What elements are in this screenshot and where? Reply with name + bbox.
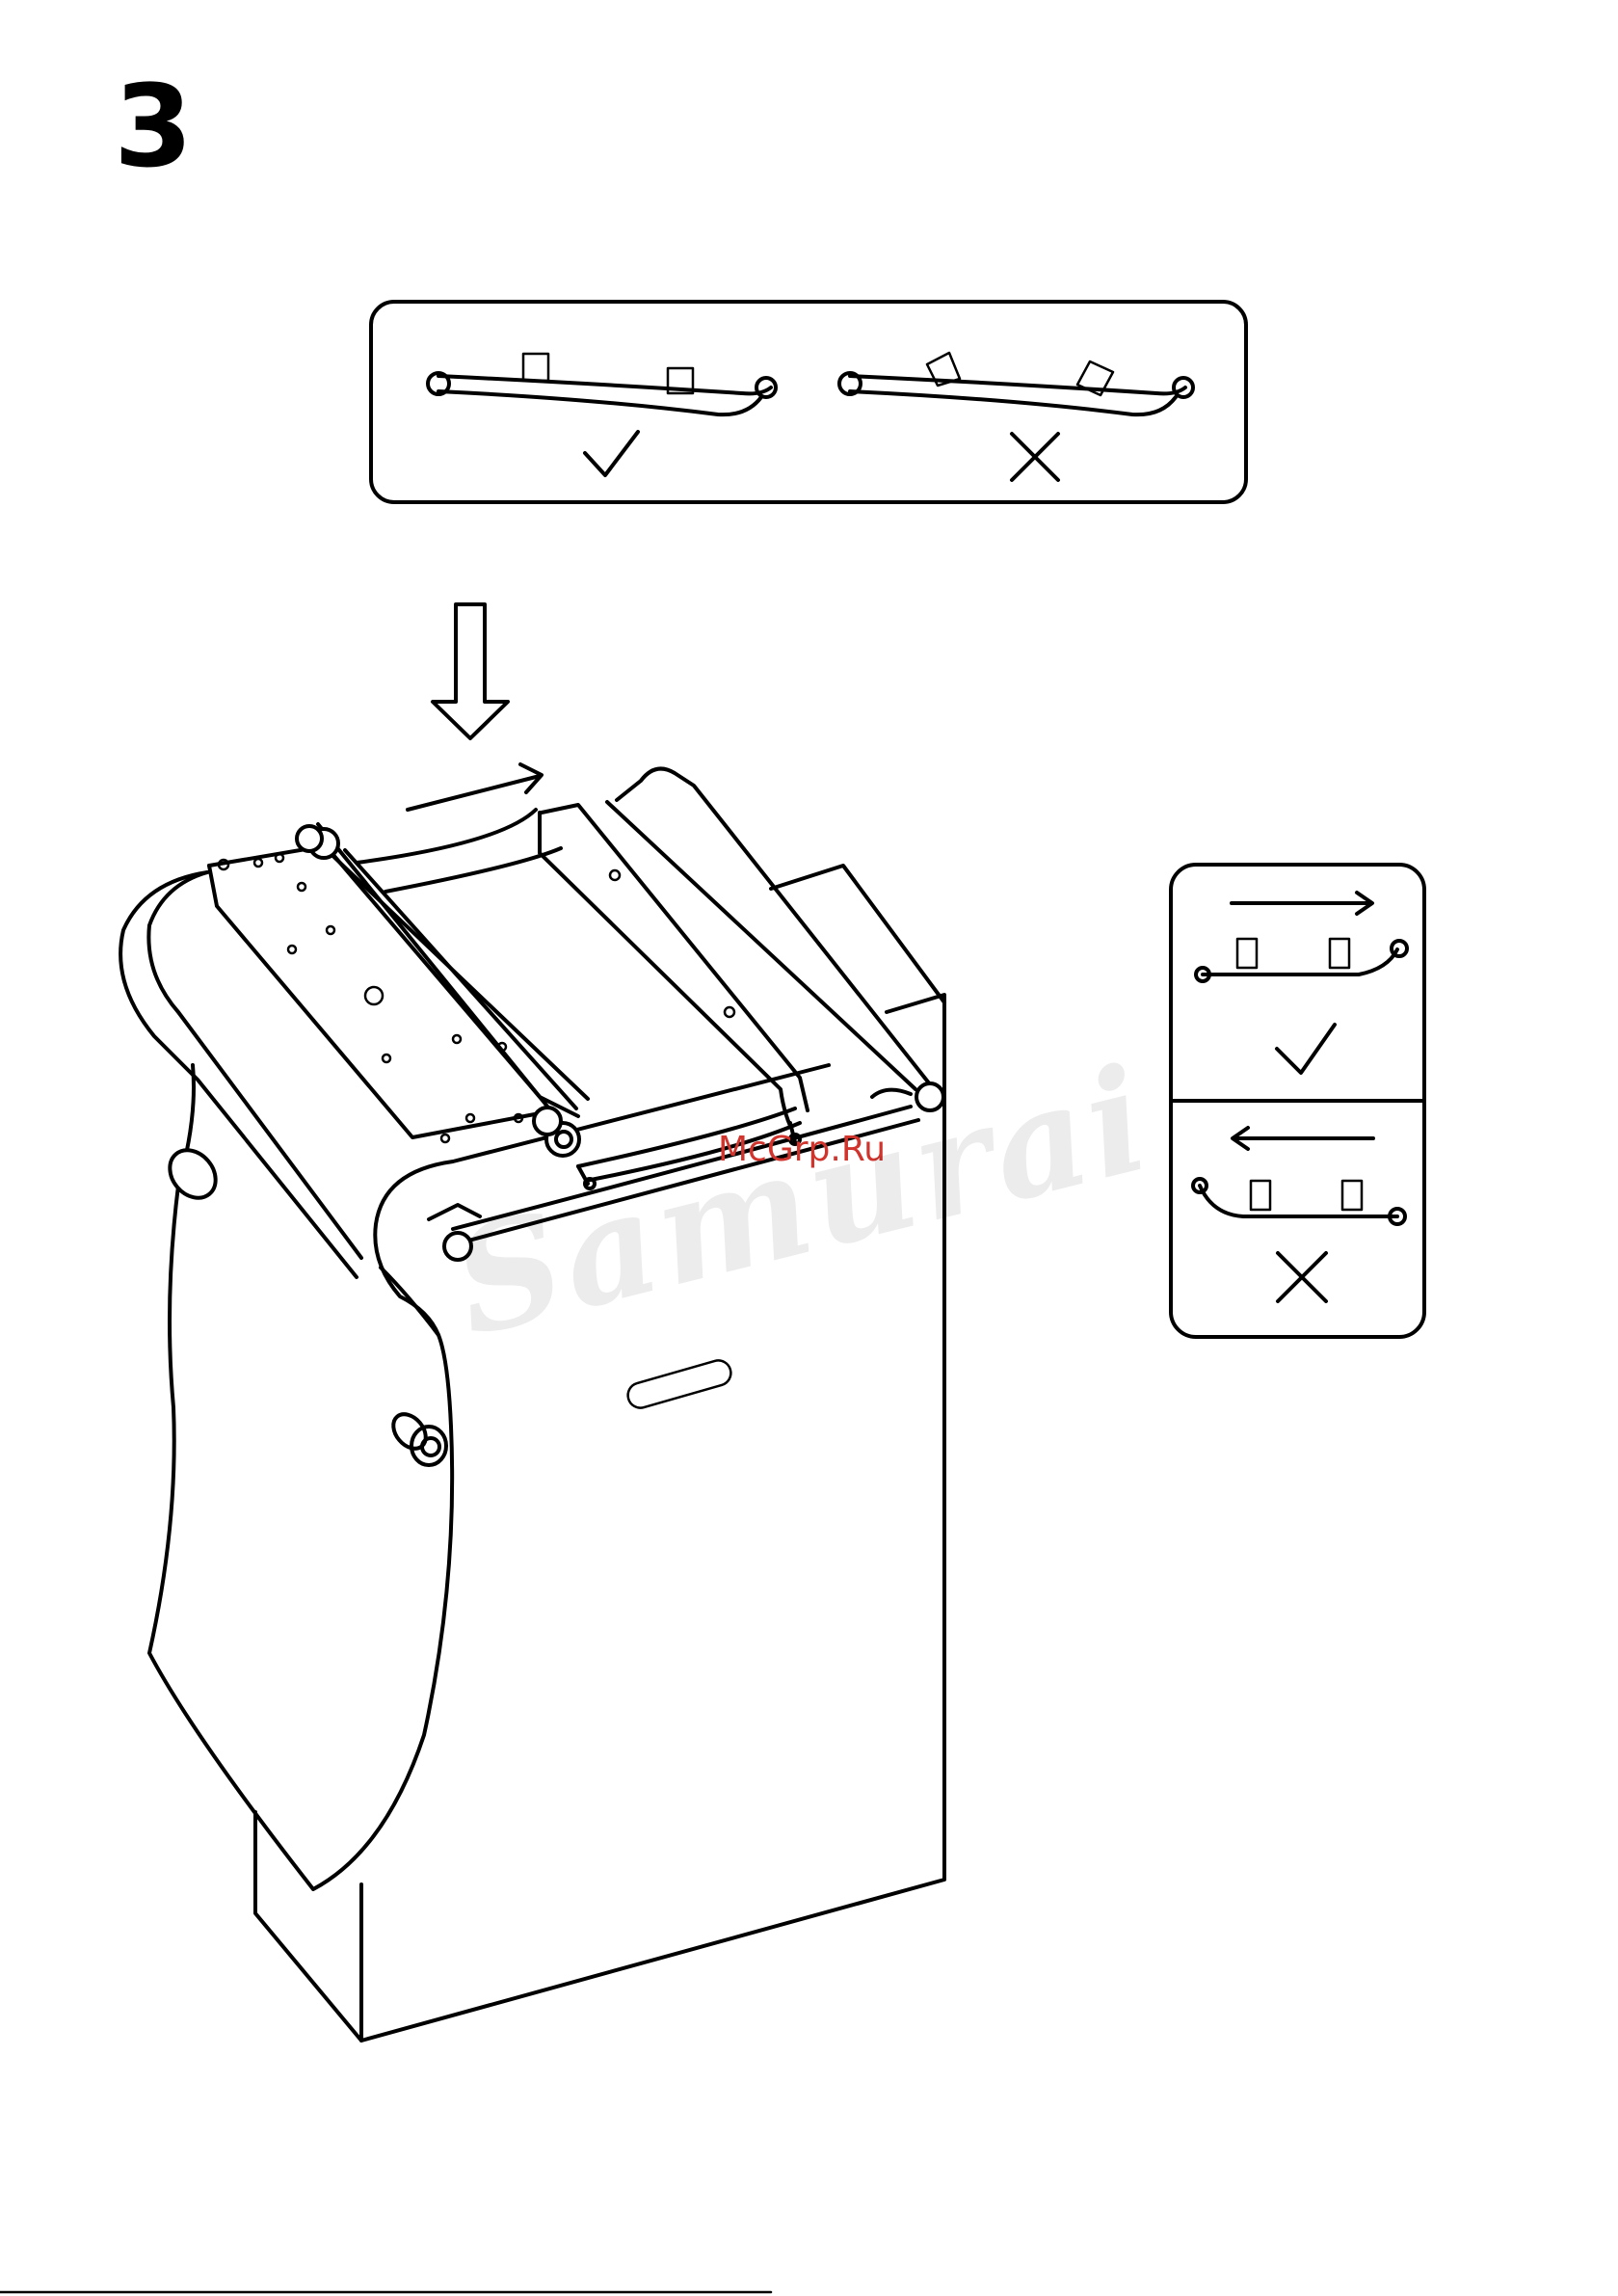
checkmark-icon xyxy=(1277,1025,1335,1073)
down-arrow-icon xyxy=(433,604,508,738)
right-arrow-icon xyxy=(408,764,542,810)
right-arrow-icon xyxy=(1232,893,1372,914)
cross-icon xyxy=(1278,1253,1326,1301)
left-arrow-icon xyxy=(1233,1128,1373,1149)
cross-icon xyxy=(1012,434,1058,480)
orientation-panel-top xyxy=(371,302,1246,502)
incorrect-orientation-detail xyxy=(839,353,1193,414)
orientation-panel-side xyxy=(1171,865,1424,1337)
checkmark-icon xyxy=(585,432,638,475)
correct-orientation-detail xyxy=(428,354,776,414)
furniture-assembly xyxy=(120,769,944,2042)
